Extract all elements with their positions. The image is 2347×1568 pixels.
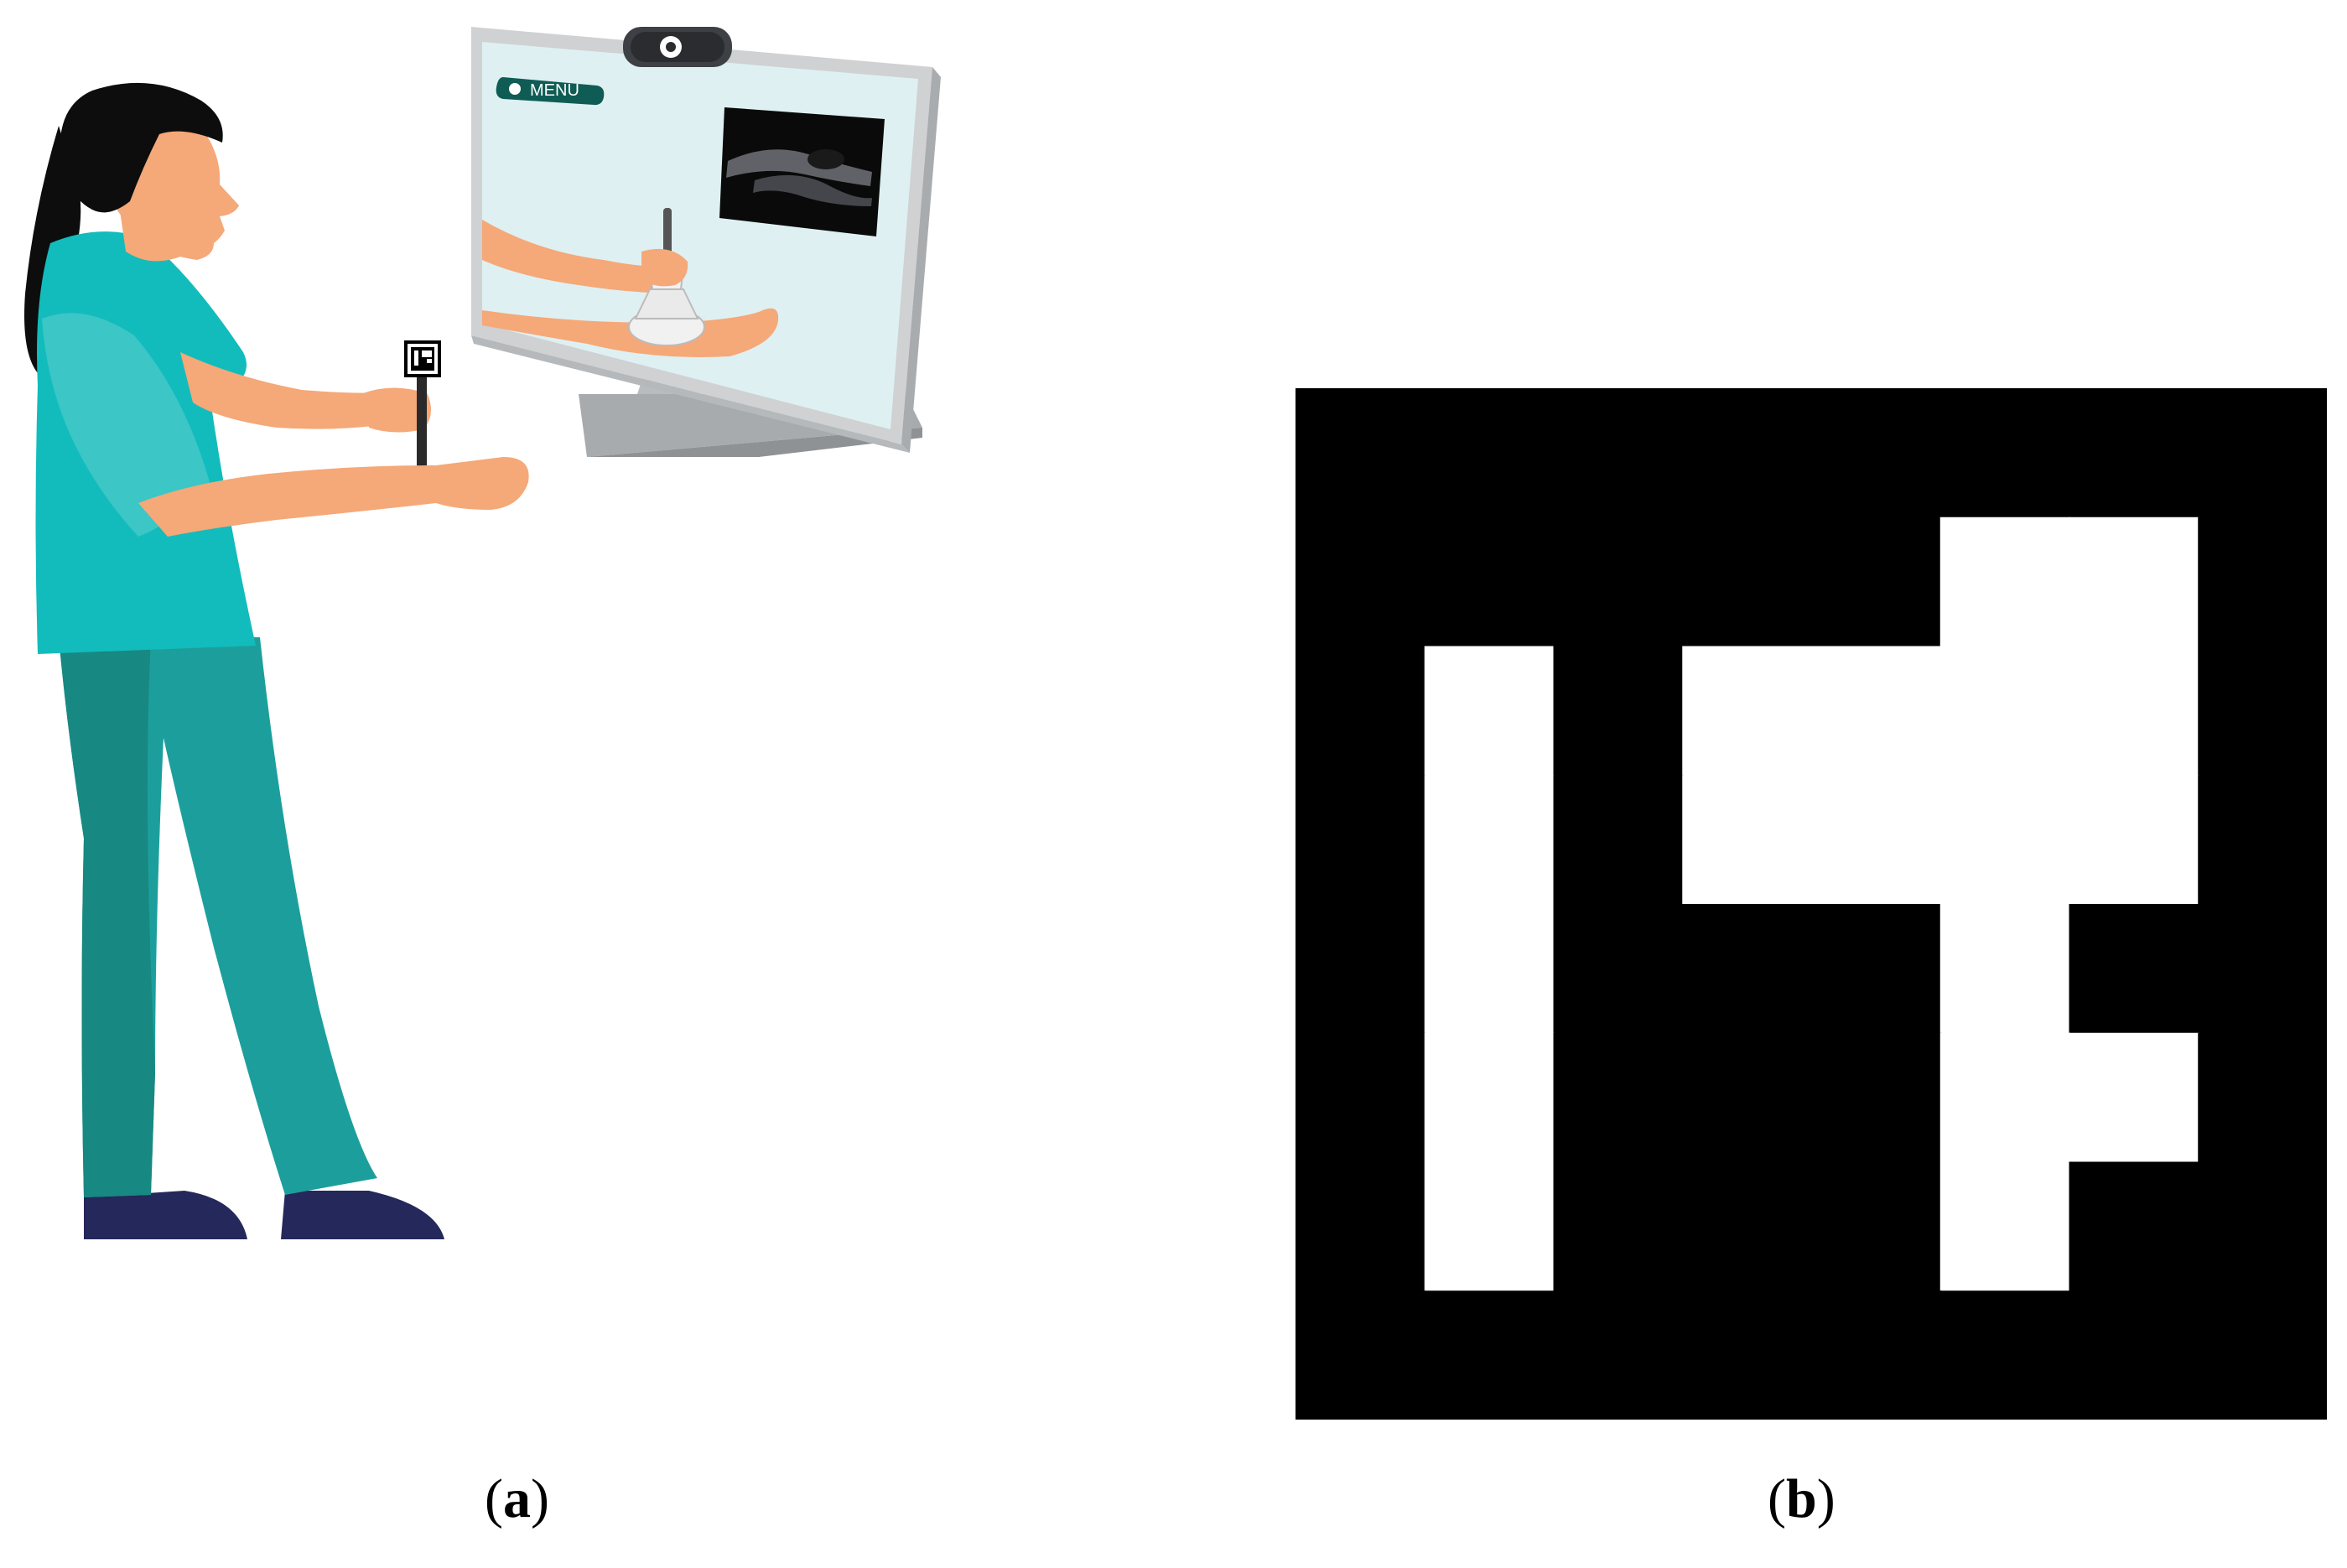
marker-cell bbox=[1424, 904, 1555, 1035]
marker-cell bbox=[1682, 517, 1813, 648]
marker-cell bbox=[1553, 1032, 1684, 1164]
marker-cell bbox=[2069, 517, 2199, 648]
tracked-probe bbox=[404, 340, 441, 478]
marker-cell bbox=[1811, 388, 1942, 519]
marker-cell bbox=[1682, 1032, 1813, 1164]
marker-cell bbox=[1811, 904, 1942, 1035]
marker-cell bbox=[1553, 775, 1684, 906]
marker-cell bbox=[1296, 1032, 1426, 1164]
marker-cell bbox=[1682, 1161, 1813, 1292]
marker-cell bbox=[1553, 517, 1684, 648]
monitor: MENU bbox=[471, 27, 941, 457]
patient-forearm bbox=[138, 457, 529, 537]
marker-cell bbox=[2069, 1032, 2199, 1164]
marker-cell bbox=[1424, 517, 1555, 648]
marker-cell bbox=[1682, 1290, 1813, 1420]
marker-cell bbox=[1811, 1161, 1942, 1292]
marker-cell bbox=[1682, 388, 1813, 519]
marker-cell bbox=[2069, 388, 2199, 519]
marker-cell bbox=[2069, 904, 2199, 1035]
marker-cell bbox=[1682, 646, 1813, 776]
marker-cell bbox=[1424, 1161, 1555, 1292]
record-dot-icon bbox=[509, 83, 521, 95]
marker-cell bbox=[2069, 1161, 2199, 1292]
shoe-left bbox=[84, 1191, 247, 1239]
marker-cell bbox=[2198, 517, 2327, 648]
marker-cell bbox=[2198, 904, 2327, 1035]
marker-cell bbox=[1296, 388, 1426, 519]
marker-cell bbox=[1811, 517, 1942, 648]
marker-cell bbox=[2198, 646, 2327, 776]
marker-cell bbox=[1939, 646, 2071, 776]
marker-cell bbox=[1939, 1161, 2071, 1292]
screen-hand-probe bbox=[482, 208, 779, 357]
marker-cell bbox=[2198, 388, 2327, 519]
marker-cell bbox=[1553, 646, 1684, 776]
marker-cell bbox=[1553, 1161, 1684, 1292]
marker-cell bbox=[1682, 775, 1813, 906]
marker-cell bbox=[1296, 646, 1426, 776]
marker-cell bbox=[1939, 904, 2071, 1035]
clinician-figure bbox=[24, 82, 529, 1239]
marker-cell bbox=[1939, 517, 2071, 648]
marker-cell bbox=[1424, 1290, 1555, 1420]
marker-cell bbox=[2069, 646, 2199, 776]
marker-cell bbox=[1811, 1290, 1942, 1420]
marker-cell bbox=[1296, 517, 1426, 648]
illustration-a: MENU bbox=[24, 27, 941, 1239]
marker-cell bbox=[2198, 1032, 2327, 1164]
menu-label: MENU bbox=[530, 81, 579, 100]
webcam-icon bbox=[623, 27, 732, 67]
marker-cell bbox=[1553, 388, 1684, 519]
menu-button[interactable]: MENU bbox=[496, 77, 605, 106]
marker-cell bbox=[1296, 904, 1426, 1035]
marker-cell bbox=[1296, 1290, 1426, 1420]
ultrasound-image bbox=[719, 107, 885, 236]
marker-cell bbox=[1939, 1290, 2071, 1420]
caption-a: (a) bbox=[485, 1468, 549, 1529]
marker-cell bbox=[1424, 646, 1555, 776]
marker-cell bbox=[2198, 775, 2327, 906]
marker-cell bbox=[1296, 775, 1426, 906]
marker-cell bbox=[1553, 1290, 1684, 1420]
marker-cell bbox=[1424, 775, 1555, 906]
marker-cell bbox=[2198, 1161, 2327, 1292]
marker-cell bbox=[2069, 1290, 2199, 1420]
marker-cell bbox=[1553, 904, 1684, 1035]
marker-cell bbox=[1811, 1032, 1942, 1164]
marker-cell bbox=[1939, 388, 2071, 519]
marker-cell bbox=[1424, 1032, 1555, 1164]
marker-cell bbox=[1939, 775, 2071, 906]
shoe-right bbox=[281, 1191, 444, 1239]
hair bbox=[60, 82, 223, 213]
marker-cell bbox=[1811, 775, 1942, 906]
marker-cell bbox=[2069, 775, 2199, 906]
marker-cell bbox=[1811, 646, 1942, 776]
marker-cell bbox=[1939, 1032, 2071, 1164]
marker-cell bbox=[2198, 1290, 2327, 1420]
marker-cell bbox=[1682, 904, 1813, 1035]
marker-cell bbox=[1424, 388, 1555, 519]
fiducial-marker bbox=[1296, 388, 2327, 1420]
caption-b: (b) bbox=[1768, 1468, 1836, 1529]
marker-cell bbox=[1296, 1161, 1426, 1292]
